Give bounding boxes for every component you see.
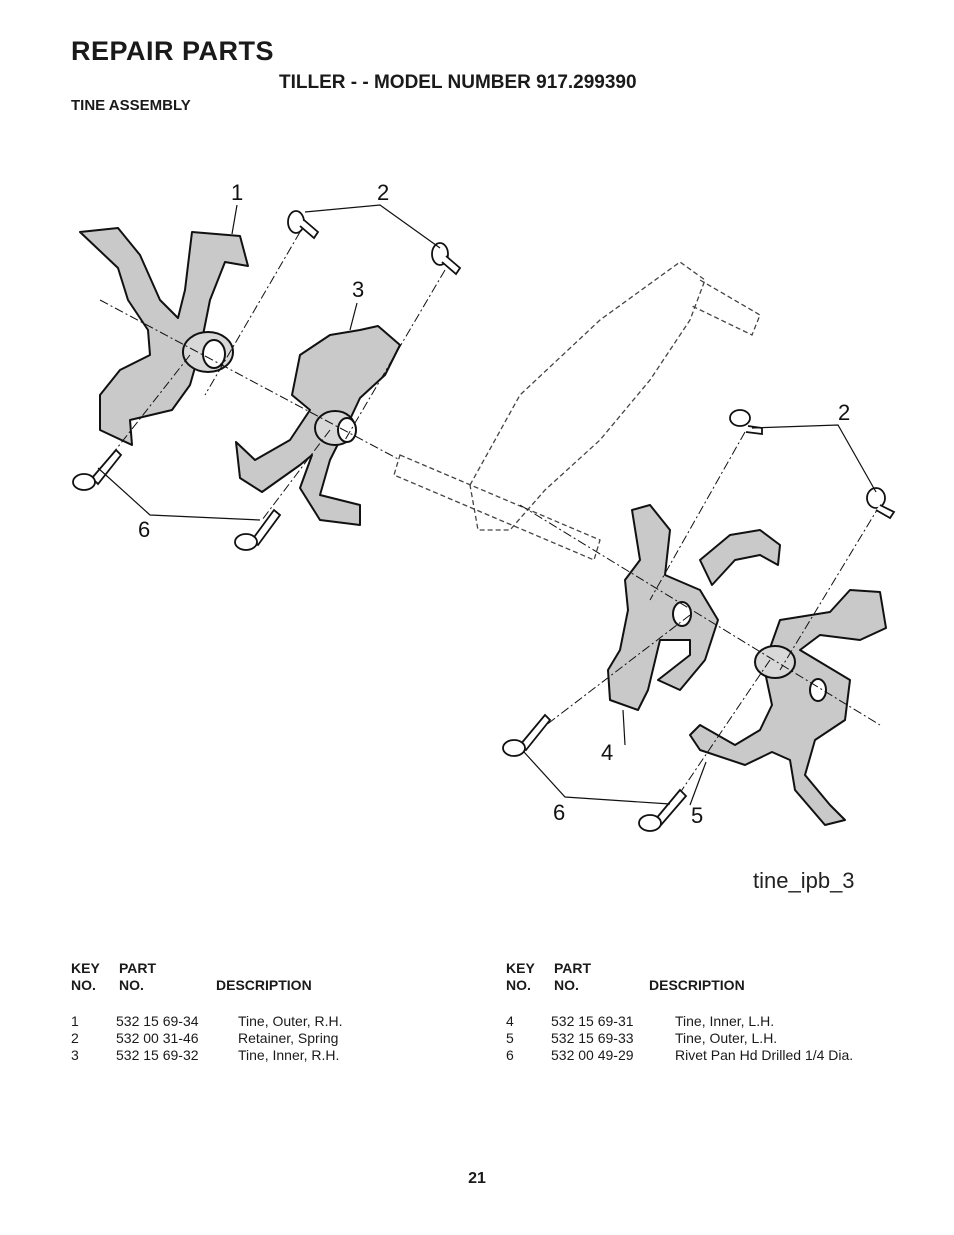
spring-retainer-drawing (866, 487, 896, 520)
callout-6: 6 (553, 800, 565, 825)
callout-2: 2 (838, 400, 850, 425)
rivet-drawing (72, 448, 123, 491)
part-description: Tine, Outer, L.H. (675, 1030, 778, 1046)
tiller-frame-phantom (469, 261, 706, 531)
key-no: 1 (71, 1013, 79, 1029)
part-no: 532 15 69-31 (551, 1013, 634, 1029)
tine-5-hub (754, 645, 796, 679)
section-heading: TINE ASSEMBLY (71, 97, 191, 114)
callout-4: 4 (601, 740, 613, 765)
tine-1-hole (202, 339, 226, 369)
part-no: 532 00 49-29 (551, 1047, 634, 1063)
tine-4-hole (672, 601, 692, 627)
callout-6: 6 (138, 517, 150, 542)
page-number: 21 (468, 1170, 486, 1187)
part-no-header: NO. (119, 977, 144, 993)
key-no: 2 (71, 1030, 79, 1046)
callout-3: 3 (352, 277, 364, 302)
part-description: Tine, Inner, L.H. (675, 1013, 775, 1029)
part-no: 532 00 31-46 (116, 1030, 199, 1046)
tine-assembly-diagram: 1 2 3 2 6 4 6 5 tine_ipb_3 (72, 180, 896, 893)
key-header: KEY (506, 960, 535, 976)
part-no-header: NO. (554, 977, 579, 993)
part-description: Tine, Outer, R.H. (238, 1013, 343, 1029)
parts-table-left: KEY NO. PART NO. DESCRIPTION 1 532 15 69… (71, 960, 471, 1080)
tine-inner-lh-drawing (607, 504, 719, 711)
part-header: PART (554, 960, 592, 976)
key-no: 6 (506, 1047, 514, 1063)
rivet-drawing (502, 713, 552, 757)
figure-id: tine_ipb_3 (753, 868, 855, 893)
rivet-drawing (638, 788, 688, 832)
page-title: REPAIR PARTS (71, 36, 275, 66)
part-description: Rivet Pan Hd Drilled 1/4 Dia. (675, 1047, 854, 1063)
parts-table-right: KEY NO. PART NO. DESCRIPTION 4 532 15 69… (506, 960, 926, 1080)
key-no: 5 (506, 1030, 514, 1046)
description-header: DESCRIPTION (216, 977, 312, 993)
rivet-drawing (234, 508, 282, 551)
callout-2: 2 (377, 180, 389, 205)
spring-retainer-drawing (729, 409, 763, 436)
tine-outer-lh-drawing (689, 589, 887, 826)
no-header: NO. (71, 977, 96, 993)
part-header: PART (119, 960, 157, 976)
callout-1: 1 (231, 180, 243, 205)
spring-retainer-drawing (431, 242, 462, 276)
no-header: NO. (506, 977, 531, 993)
part-no: 532 15 69-32 (116, 1047, 199, 1063)
part-description: Tine, Inner, R.H. (238, 1047, 340, 1063)
model-subtitle: TILLER - - MODEL NUMBER 917.299390 (279, 72, 637, 93)
part-no: 532 15 69-34 (116, 1013, 199, 1029)
spring-retainer-drawing (287, 210, 320, 240)
key-no: 3 (71, 1047, 79, 1063)
key-header: KEY (71, 960, 100, 976)
tine-4-upper-arm (699, 529, 781, 586)
tine-3-hole (337, 417, 357, 443)
part-description: Retainer, Spring (238, 1030, 339, 1046)
key-no: 4 (506, 1013, 514, 1029)
callout-5: 5 (691, 803, 703, 828)
tine-5-hole (809, 678, 827, 702)
description-header: DESCRIPTION (649, 977, 745, 993)
part-no: 532 15 69-33 (551, 1030, 634, 1046)
